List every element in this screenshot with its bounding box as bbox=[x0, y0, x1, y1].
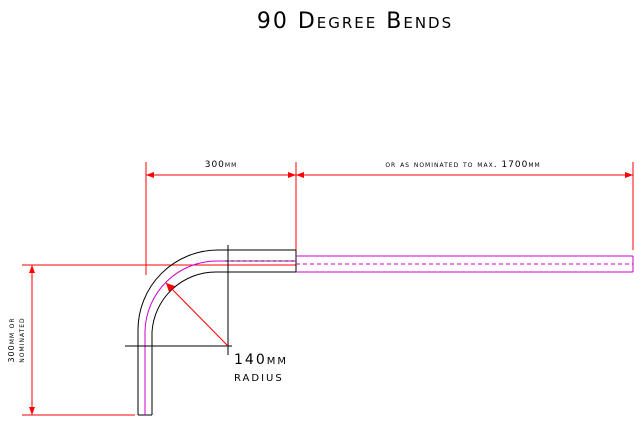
radius-construction bbox=[125, 245, 232, 355]
label-300mm: 300mm bbox=[205, 160, 238, 170]
arrow-ext-left bbox=[296, 172, 304, 178]
label-height-line1: 300mm or bbox=[7, 317, 16, 362]
arrow-height-top bbox=[29, 265, 35, 273]
radius-line bbox=[165, 282, 229, 347]
label-radius-word: radius bbox=[234, 369, 284, 385]
dimension-height: 300mm or nominated bbox=[7, 264, 296, 416]
label-height-line2: nominated bbox=[17, 317, 26, 362]
dimension-straight-length: 300mm bbox=[145, 160, 297, 275]
arrow-height-bottom bbox=[29, 407, 35, 415]
radius-arrow bbox=[166, 283, 175, 292]
arrow-left bbox=[146, 172, 154, 178]
pipe-bend bbox=[137, 249, 297, 416]
arrow-ext-right bbox=[625, 172, 633, 178]
pipe-inner-edge bbox=[151, 271, 296, 415]
bend-centerline bbox=[144, 260, 296, 415]
radius-dimension: 140mm radius bbox=[165, 282, 288, 385]
pipe-outer-edge bbox=[137, 249, 296, 415]
arrow-right bbox=[288, 172, 296, 178]
label-extension: or as nominated to max. 1700mm bbox=[385, 160, 540, 170]
pipe-extension bbox=[296, 255, 634, 273]
drawing-title: 90 Degree Bends bbox=[257, 9, 453, 34]
dimension-extension: or as nominated to max. 1700mm bbox=[296, 160, 634, 250]
label-radius-value: 140mm bbox=[234, 352, 288, 368]
